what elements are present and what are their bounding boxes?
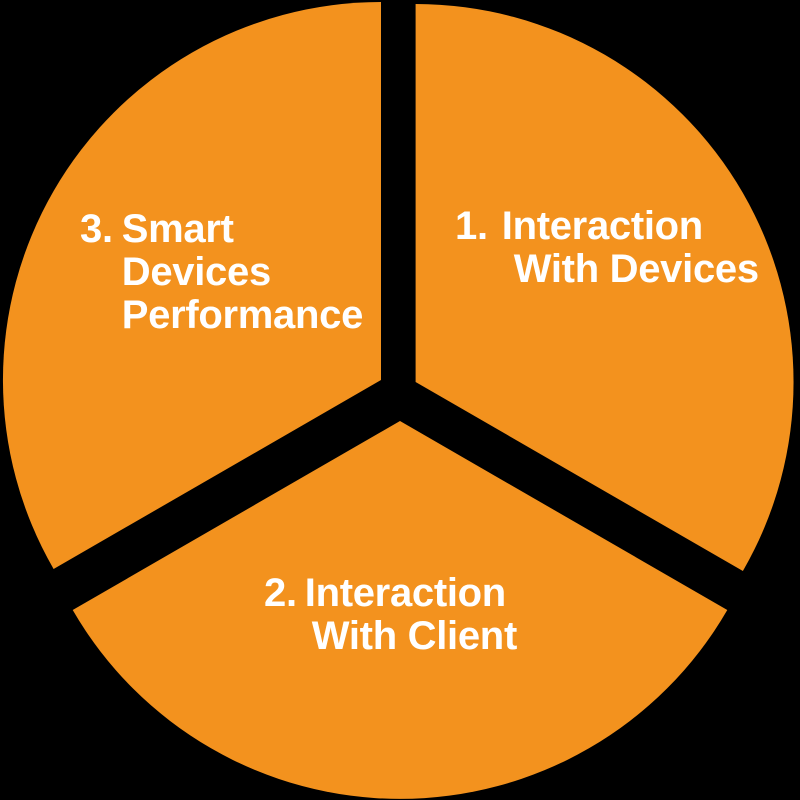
- slice-1-text: Interaction With Devices: [502, 205, 759, 291]
- pie-slice-interaction-with-devices: [415, 4, 794, 571]
- slice-3-line-1: Smart: [121, 207, 234, 251]
- slice-3-line-3: Performance: [121, 293, 364, 337]
- slice-2-line-1: Interaction: [304, 571, 506, 615]
- slice-3-line-2: Devices: [121, 250, 271, 294]
- slice-2-line-2: With Client: [311, 614, 518, 658]
- pie-slice-smart-devices-performance: [2, 1, 381, 569]
- slice-1-label: 1. Interaction With Devices: [455, 205, 759, 291]
- slice-1-line-1: Interaction: [501, 204, 703, 248]
- slice-3-text: Smart Devices Performance: [121, 207, 364, 337]
- slice-3-label: 3. Smart Devices Performance: [80, 208, 363, 337]
- slice-2-text: Interaction With Client: [304, 571, 518, 658]
- slice-3-number: 3.: [80, 207, 113, 251]
- slice-2-label: 2. Interaction With Client: [264, 572, 517, 658]
- slice-1-line-2: With Devices: [513, 247, 759, 291]
- slice-2-number: 2.: [264, 571, 297, 615]
- slice-1-number: 1.: [455, 204, 488, 248]
- pie-slice-interaction-with-client: [72, 421, 728, 799]
